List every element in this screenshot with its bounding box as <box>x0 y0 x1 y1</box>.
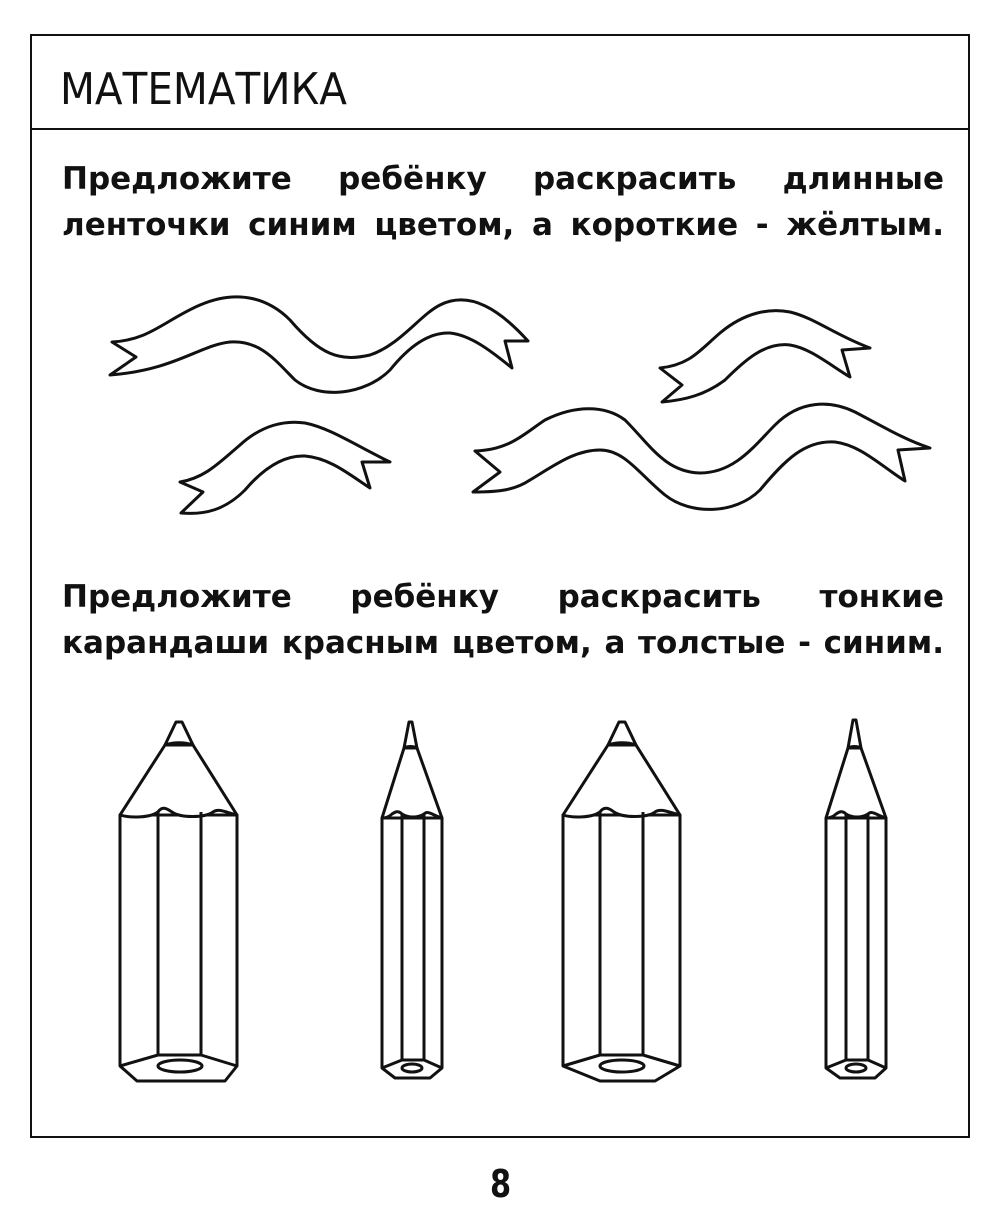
pencil-thick-2[interactable] <box>561 720 682 1083</box>
section-header: МАТЕМАТИКА <box>32 36 968 130</box>
section-title: МАТЕМАТИКА <box>60 64 347 115</box>
ribbon-short-top-right[interactable] <box>658 309 872 404</box>
ribbon-long-bottom-right[interactable] <box>471 402 932 511</box>
pencil-thin-1[interactable] <box>380 720 444 1080</box>
task-ribbons-line-2: ленточки синим цветом, а короткие - жёлт… <box>62 207 944 243</box>
task-ribbons-line-1: Предложите ребёнку раскрасить длинные <box>62 161 944 197</box>
task-pencils-line-1: Предложите ребёнку раскрасить тонкие <box>62 579 944 615</box>
page-frame: МАТЕМАТИКА Предложите ребёнку раскрасить… <box>30 34 970 1138</box>
ribbon-short-bottom-left[interactable] <box>178 420 392 515</box>
task-ribbons-instruction: Предложите ребёнку раскрасить длинные ле… <box>62 156 944 248</box>
pencil-thick-1[interactable] <box>118 720 239 1083</box>
task-pencils-instruction: Предложите ребёнку раскрасить тонкие кар… <box>62 574 944 666</box>
task-pencils-line-2: карандаши красным цветом, а толстые - си… <box>62 625 944 661</box>
page-number: 8 <box>490 1162 512 1206</box>
ribbon-long-top-left[interactable] <box>108 295 530 394</box>
pencil-thin-2[interactable] <box>824 718 888 1080</box>
